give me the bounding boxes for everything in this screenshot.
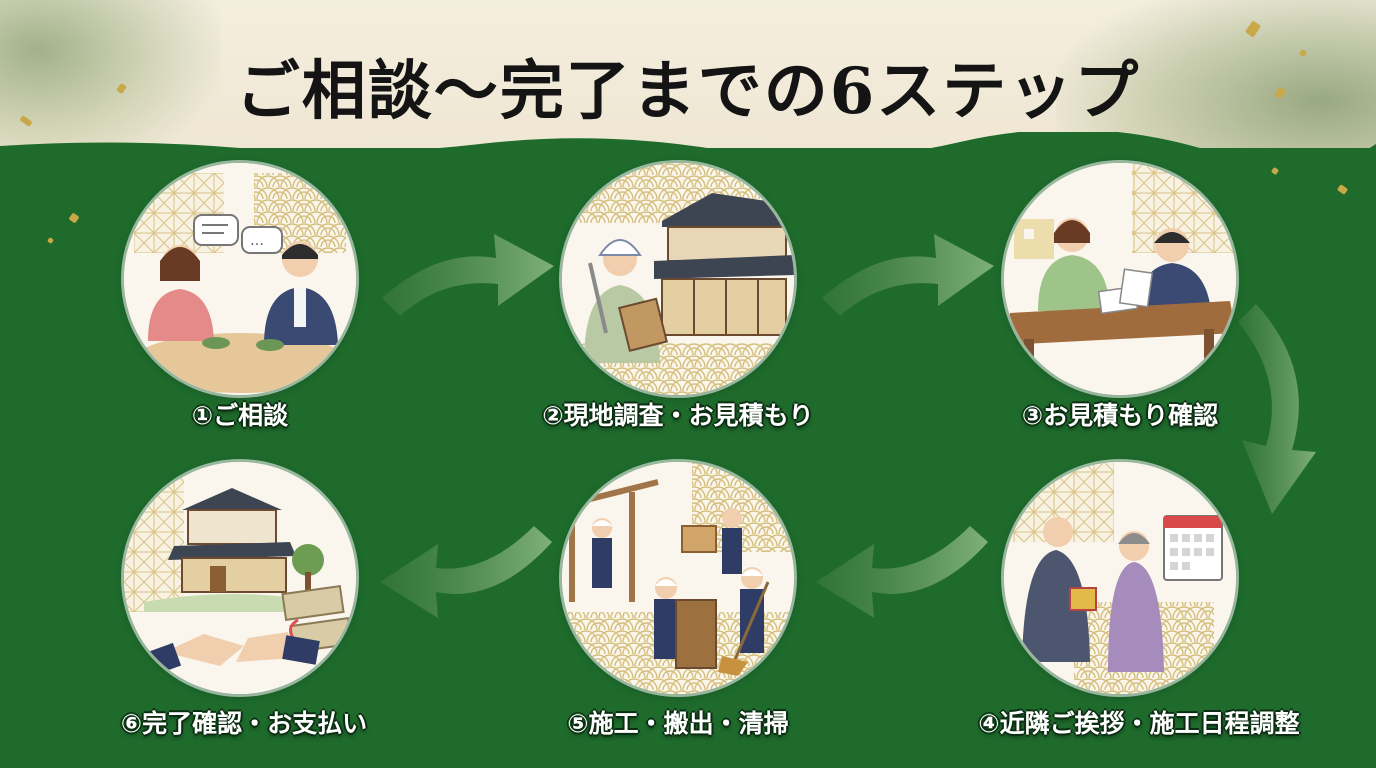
page-title: ご相談〜完了までの6ステップ bbox=[0, 40, 1376, 132]
consultation-illustration: … bbox=[124, 163, 356, 395]
gold-fleck bbox=[1271, 167, 1279, 175]
step-6-label: ⑥完了確認・お支払い bbox=[104, 704, 384, 740]
svg-text:…: … bbox=[250, 233, 264, 249]
step-2-circle bbox=[562, 163, 794, 395]
step-5-circle bbox=[562, 462, 794, 694]
neighbor-greeting-calendar-illustration bbox=[1004, 462, 1236, 694]
handshake-payment-illustration bbox=[124, 462, 356, 694]
step-1-circle: … bbox=[124, 163, 356, 395]
arrow-step3-to-step4 bbox=[1236, 300, 1336, 520]
step-4-circle bbox=[1004, 462, 1236, 694]
header-band: ご相談〜完了までの6ステップ bbox=[0, 0, 1376, 148]
arrow-step4-to-step5 bbox=[812, 520, 992, 630]
arrow-step5-to-step6 bbox=[376, 520, 556, 630]
gold-fleck bbox=[47, 237, 54, 244]
brush-edge bbox=[0, 132, 1376, 162]
arrow-step1-to-step2 bbox=[378, 220, 558, 320]
site-survey-illustration bbox=[562, 163, 794, 395]
step-6-circle bbox=[124, 462, 356, 694]
gold-fleck bbox=[68, 212, 79, 223]
step-4-label: ④近隣ご挨拶・施工日程調整 bbox=[944, 704, 1334, 740]
arrow-step2-to-step3 bbox=[818, 220, 998, 320]
step-5-label: ⑤施工・搬出・清掃 bbox=[548, 704, 808, 740]
step-3-label: ③お見積もり確認 bbox=[990, 396, 1250, 432]
estimate-review-illustration bbox=[1004, 163, 1236, 395]
step-2-label: ②現地調査・お見積もり bbox=[508, 396, 848, 432]
construction-cleaning-illustration bbox=[562, 462, 794, 694]
step-1-label: ①ご相談 bbox=[140, 396, 340, 432]
step-3-circle bbox=[1004, 163, 1236, 395]
gold-fleck bbox=[1337, 184, 1348, 195]
